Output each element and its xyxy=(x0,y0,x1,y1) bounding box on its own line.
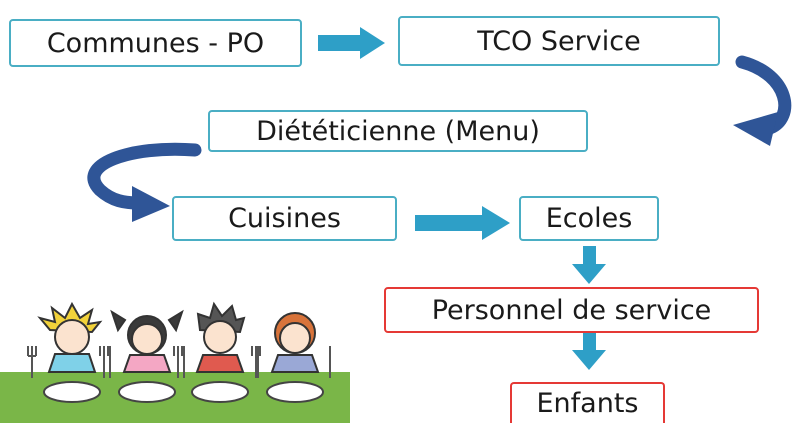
node-tco-service: TCO Service xyxy=(398,16,720,66)
arrow-cuisines-to-ecoles xyxy=(415,206,510,240)
node-enfants: Enfants xyxy=(510,382,665,423)
child-2 xyxy=(110,309,184,373)
curved-arrow-right xyxy=(733,55,792,146)
cutlery xyxy=(27,346,331,378)
arrow-personnel-to-enfants xyxy=(572,332,606,370)
plates xyxy=(43,381,324,403)
child-3 xyxy=(195,301,246,373)
node-cuisines: Cuisines xyxy=(172,196,397,241)
child-4 xyxy=(270,312,320,373)
arrow-communes-to-tco xyxy=(318,27,385,59)
node-communes-po: Communes - PO xyxy=(9,19,302,67)
arrow-ecoles-to-personnel xyxy=(572,246,606,284)
child-1 xyxy=(37,301,103,373)
node-dieteticienne: Diététicienne (Menu) xyxy=(208,110,588,152)
node-ecoles: Ecoles xyxy=(519,196,659,241)
curved-arrow-left xyxy=(87,142,202,222)
node-personnel-de-service: Personnel de service xyxy=(384,287,759,333)
